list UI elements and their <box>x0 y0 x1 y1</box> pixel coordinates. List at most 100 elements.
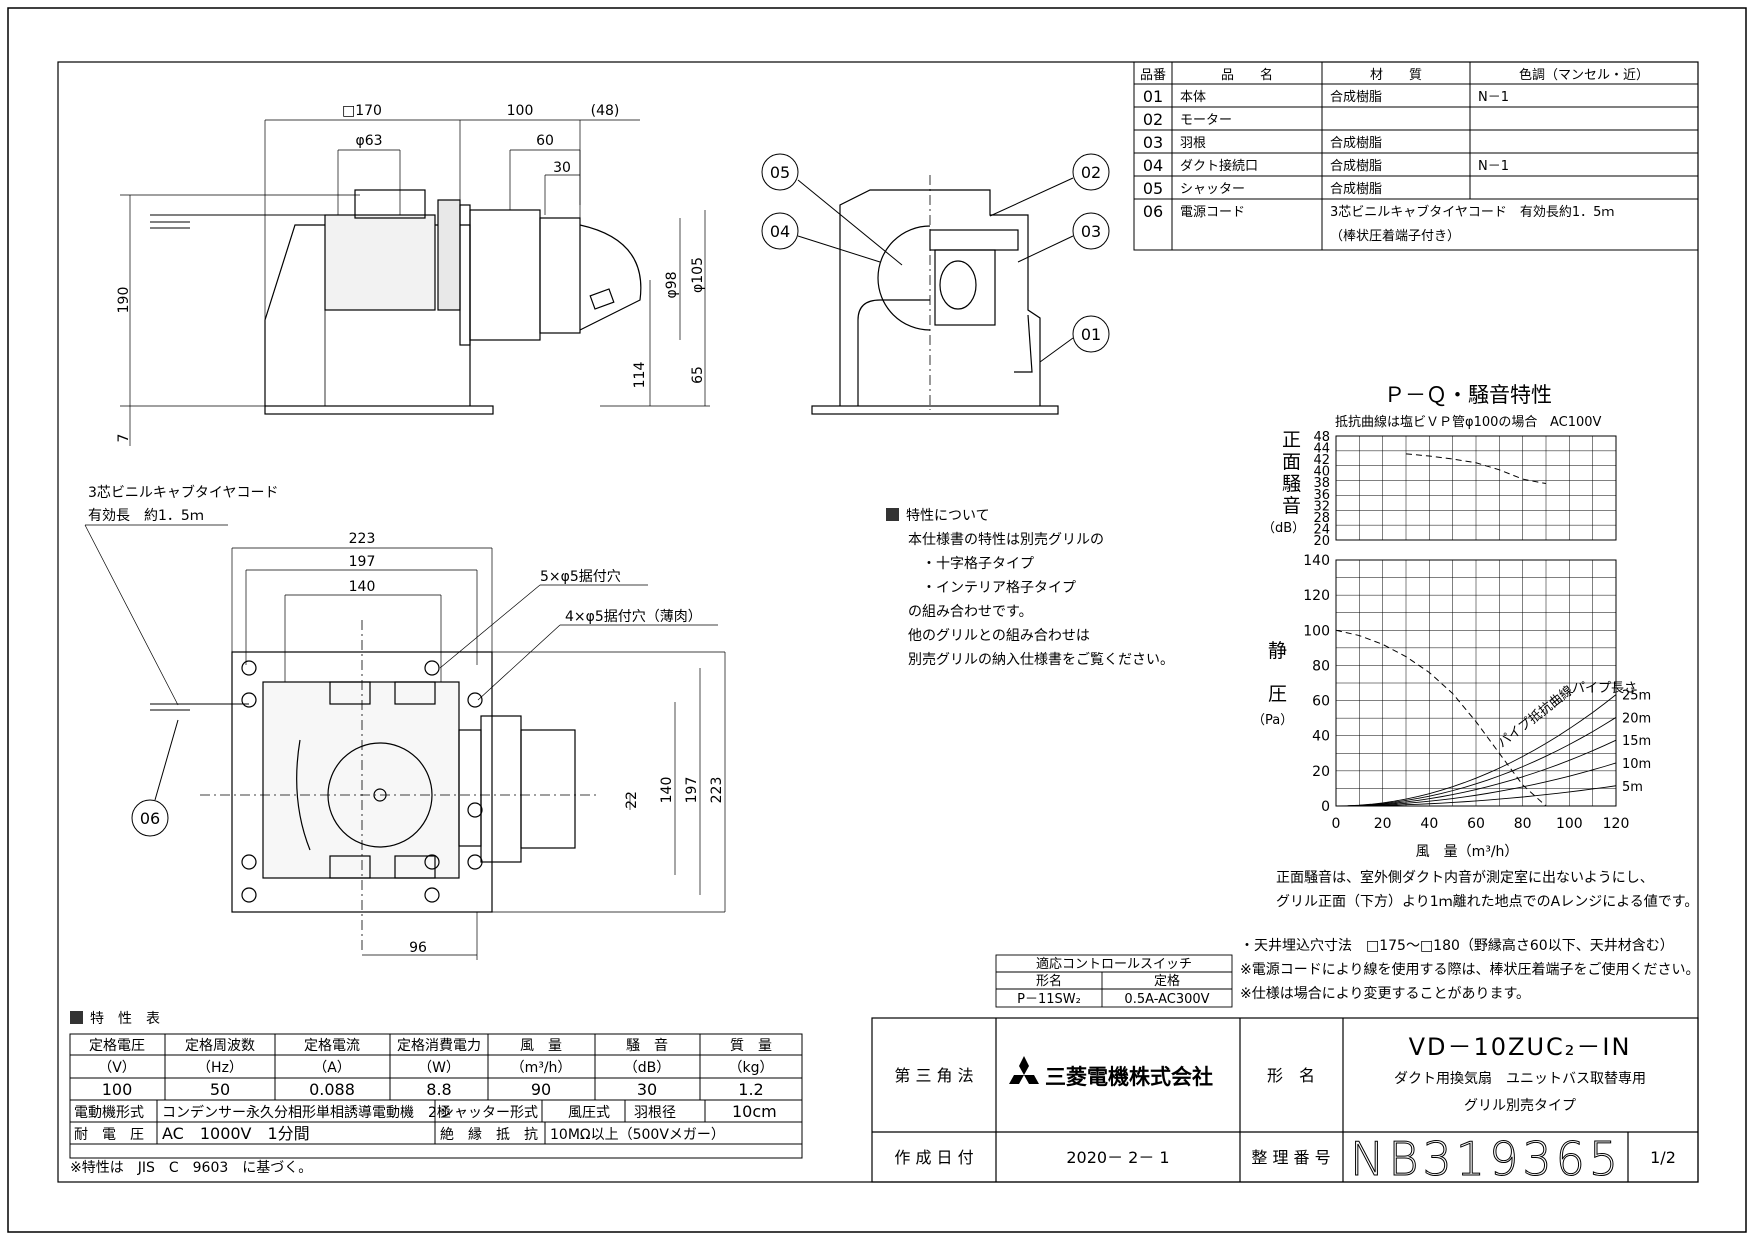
resistance-curve-name: 15m <box>1622 734 1651 749</box>
plan-view-labels: 223 197 140 5×φ5据付穴 4×φ5据付穴（薄肉） 140 197 … <box>88 484 725 956</box>
pressure-tick-label: 20 <box>1312 764 1330 780</box>
parts-row-material: 合成樹脂 <box>1330 182 1382 197</box>
dim-label: φ63 <box>355 133 382 149</box>
spec-value: 30 <box>637 1080 657 1099</box>
noise-curve <box>1405 453 1547 485</box>
pressure-axis-label-char: 静 <box>1268 640 1287 662</box>
callout-label: 05 <box>770 163 790 182</box>
pressure-tick-label: 100 <box>1303 623 1330 639</box>
page-number: 1/2 <box>1650 1148 1676 1167</box>
noise-tick-label: 32 <box>1313 499 1330 514</box>
noise-tick-label: 36 <box>1313 488 1330 503</box>
parts-row-name: シャッター <box>1180 182 1245 197</box>
spec-unit: （Hz） <box>197 1060 243 1076</box>
resistance-curve <box>1335 785 1617 807</box>
document-number: NB319365 <box>1350 1132 1622 1186</box>
parts-row-material: 合成樹脂 <box>1330 159 1382 174</box>
features-heading: 特性について <box>906 508 990 524</box>
section-view-drawing <box>811 175 1059 415</box>
company-name: 三菱電機株式会社 <box>1045 1065 1213 1089</box>
noise-tick-label: 40 <box>1313 465 1330 480</box>
install-note: ※仕様は場合により変更することがあります。 <box>1240 985 1530 1002</box>
parts-table <box>1133 61 1699 251</box>
spec-value: 8.8 <box>426 1080 451 1099</box>
plan-view-drawing <box>150 620 600 952</box>
resistance-curve-label: パイプ抵抗曲線 <box>1495 683 1577 752</box>
pressure-tick-label: 120 <box>1303 588 1330 604</box>
dim-label: φ105 <box>690 257 706 293</box>
x-axis-label: 風 量（m³/h） <box>1416 844 1519 860</box>
noise-tick-label: 38 <box>1313 476 1330 491</box>
resistance-curve <box>1335 717 1617 807</box>
title-block-grid <box>871 1017 1699 1183</box>
spec-value: 50 <box>210 1080 230 1099</box>
resistance-curve-name: 25m <box>1622 689 1651 704</box>
side-view-dimensions <box>120 119 710 446</box>
dim-label: 60 <box>536 133 554 149</box>
noise-tick-label: 48 <box>1313 430 1330 445</box>
features-line: ・十字格子タイプ <box>922 556 1034 572</box>
parts-rows: 01 本体 合成樹脂 N－1 02 モーター 03 羽根 合成樹脂 04 ダクト… <box>1143 87 1615 244</box>
spec-header: 定格消費電力 <box>397 1038 481 1054</box>
spec-unit: （W） <box>418 1060 460 1076</box>
spec-header: 定格周波数 <box>185 1038 255 1054</box>
spec-value: 1.2 <box>738 1080 763 1099</box>
spec-value: 90 <box>531 1080 551 1099</box>
parts-row-name: 羽根 <box>1180 136 1206 151</box>
pressure-tick-label: 140 <box>1303 553 1330 569</box>
spec-footnote: ※特性は JIS C 9603 に基づく。 <box>70 1159 312 1176</box>
features-line: 別売グリルの納入仕様書をご覧ください。 <box>908 651 1174 668</box>
spec-header: 定格電流 <box>304 1038 360 1054</box>
parts-row-material: 合成樹脂 <box>1330 136 1382 151</box>
pressure-tick-label: 80 <box>1312 658 1330 674</box>
install-note: ※電源コードにより線を使用する際は、棒状圧着端子をご使用ください。 <box>1240 961 1699 978</box>
resistance-curve <box>1335 762 1617 807</box>
mitsubishi-logo-icon <box>1009 1056 1039 1084</box>
pressure-tick-label: 0 <box>1321 799 1330 815</box>
features-line: の組み合わせです。 <box>908 604 1033 620</box>
insulation-value: 10MΩ以上（500Vメガー） <box>550 1127 725 1143</box>
x-tick-label: 80 <box>1514 816 1532 832</box>
resistance-curve-name: 10m <box>1622 757 1651 772</box>
dim-label: 140 <box>349 579 376 595</box>
spec-header: 風 量 <box>520 1038 562 1054</box>
model-description: グリル別売タイプ <box>1464 1098 1576 1114</box>
resistance-curve-name: 5m <box>1622 780 1643 795</box>
spec-table-cells: 定格電圧 定格周波数 定格電流 定格消費電力 風 量 騒 音 質 量 （V） （… <box>70 1037 777 1176</box>
shutter-type-label: シャッター形式 <box>440 1105 538 1121</box>
dim-label: φ98 <box>664 271 680 298</box>
parts-header-name: 品 名 <box>1221 67 1273 83</box>
plan-view-dimensions <box>84 524 726 960</box>
spec-unit: （V） <box>98 1060 136 1076</box>
parts-row-no: 02 <box>1143 110 1163 129</box>
resistance-curve <box>1335 739 1617 807</box>
dim-label: 22 <box>624 791 640 809</box>
side-view-dim-labels: □170 φ63 100 (48) 60 30 φ98 φ105 190 114… <box>116 103 706 442</box>
control-switch-header: 形名 <box>1036 973 1062 989</box>
document-number-label: 整 理 番 号 <box>1251 1148 1330 1167</box>
noise-note: 正面騒音は、室外側ダクト内音が測定室に出ないようにし、 <box>1276 869 1654 886</box>
control-switch-table <box>995 954 1233 1008</box>
pressure-axis-label-char: 圧 <box>1268 683 1287 705</box>
withstand-voltage-label: 耐 電 圧 <box>74 1127 144 1143</box>
parts-row-note: （棒状圧着端子付き） <box>1330 228 1460 244</box>
noise-axis-label-char: 騒 <box>1282 473 1301 495</box>
x-tick-label: 60 <box>1467 816 1485 832</box>
dim-label: 190 <box>116 287 132 314</box>
spec-header: 定格電圧 <box>89 1038 145 1054</box>
callout-label: 02 <box>1081 163 1101 182</box>
chart-title: Ｐ－Ｑ・騒音特性 <box>1384 383 1552 407</box>
control-switch-rating: 0.5A-AC300V <box>1124 992 1209 1007</box>
model-description: ダクト用換気扇 ユニットバス取替専用 <box>1394 1071 1646 1087</box>
dim-label: 5×φ5据付穴 <box>540 569 621 585</box>
parts-header-no: 品番 <box>1140 68 1166 83</box>
features-heading-marker <box>886 508 899 521</box>
parts-row-no: 04 <box>1143 156 1163 175</box>
callout-label: 06 <box>140 809 160 828</box>
dim-label: 197 <box>349 554 376 570</box>
projection-method: 第 三 角 法 <box>894 1066 973 1085</box>
features-line: ・インテリア格子タイプ <box>922 580 1076 596</box>
dim-label: 7 <box>116 434 132 443</box>
created-date-label: 作 成 日 付 <box>894 1148 973 1167</box>
